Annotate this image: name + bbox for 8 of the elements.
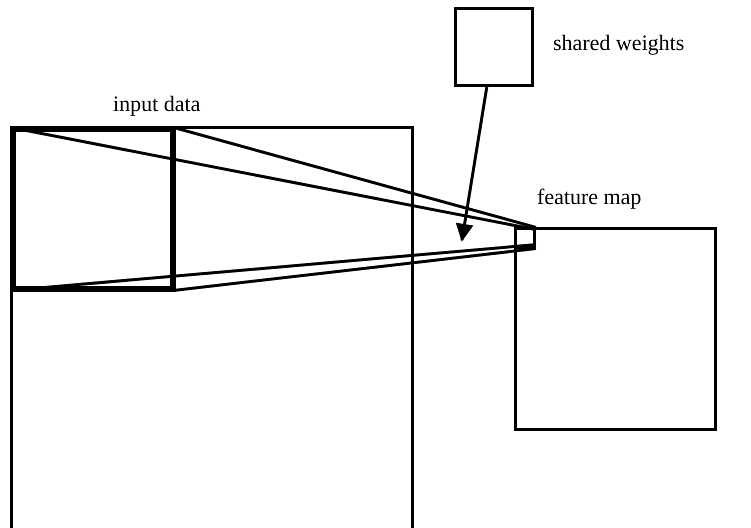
heading-label: input data bbox=[113, 93, 200, 115]
arrow bbox=[456, 86, 488, 242]
side-label: shared weights bbox=[553, 32, 684, 54]
projection-line bbox=[174, 126, 536, 229]
feature-cell-box bbox=[514, 227, 536, 249]
heading-label: feature map bbox=[537, 186, 642, 208]
receptive-field-box bbox=[10, 126, 176, 292]
projection-line bbox=[174, 247, 536, 292]
